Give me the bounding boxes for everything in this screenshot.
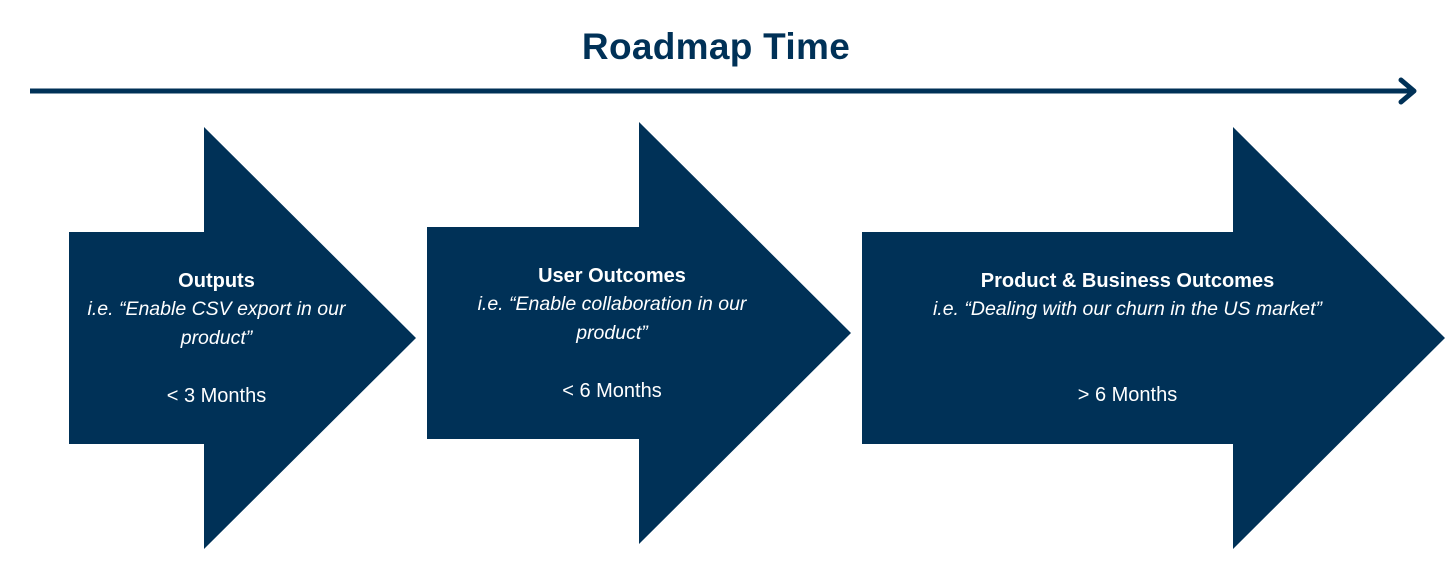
stage-arrow-user-outcomes [427,122,851,544]
stage-heading: Outputs [178,270,255,292]
timeline-arrow [30,77,1417,105]
stage-example: i.e. “Dealing with our churn in the US m… [932,298,1323,320]
stage-example: i.e. “Enable CSV export in our product” [87,298,346,349]
stage-duration: < 3 Months [166,385,267,407]
stage-duration: > 6 Months [1077,384,1178,406]
stage-example: i.e. “Enable collaboration in our produc… [477,293,747,344]
stage-arrow-outputs [69,127,416,549]
stage-heading: User Outcomes [538,265,686,287]
stage-business-outcomes: Product & Business Outcomes i.e. “Dealin… [880,267,1375,409]
stage-heading: Product & Business Outcomes [980,270,1275,292]
stage-duration: < 6 Months [562,380,662,402]
timeline-arrowhead [1398,77,1417,105]
diagram-title: Roadmap Time [581,26,851,67]
stage-outputs: Outputs i.e. “Enable CSV export in our p… [69,267,364,410]
stage-arrow-business-outcomes [862,127,1445,549]
stage-user-outcomes: User Outcomes i.e. “Enable collaboration… [452,262,772,405]
